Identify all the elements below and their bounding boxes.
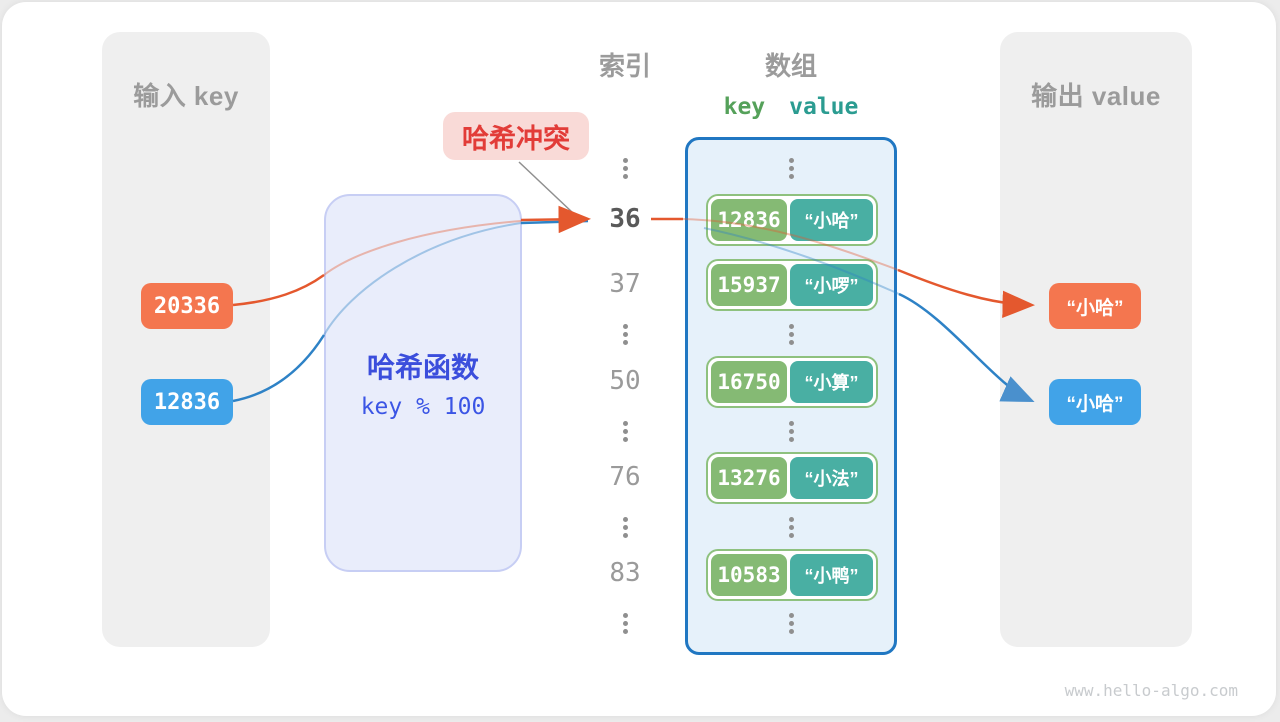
pair-value: “小哈”	[790, 199, 873, 241]
pair-value: “小法”	[790, 457, 873, 499]
collision-arrow-to-36	[520, 205, 591, 234]
kv-pair-row: 15937 “小啰”	[706, 259, 878, 311]
index-ellipsis	[620, 324, 630, 345]
hash-collision-badge: 哈希冲突	[443, 112, 589, 160]
index-ellipsis	[620, 613, 630, 634]
hash-function-box: 哈希函数 key % 100	[324, 194, 522, 572]
array-kv-header: key value	[685, 94, 897, 120]
blue-converge-line	[520, 219, 589, 225]
collision-pointer-line	[518, 161, 574, 214]
input-panel-title: 输入 key	[133, 81, 239, 111]
input-key-chip-blue: 12836	[141, 379, 233, 425]
output-value-chip-orange: “小哈”	[1049, 283, 1141, 329]
index-ellipsis	[620, 158, 630, 179]
output-value-chip-blue: “小哈”	[1049, 379, 1141, 425]
hash-function-title: 哈希函数	[366, 352, 479, 383]
array-ellipsis	[786, 324, 796, 345]
array-ellipsis	[786, 158, 796, 179]
index-37: 37	[609, 269, 641, 299]
index-column-title: 索引	[598, 51, 651, 81]
output-panel: 输出 value	[1000, 32, 1192, 647]
pair-value: “小算”	[790, 361, 873, 403]
kv-pair-row: 16750 “小算”	[706, 356, 878, 408]
pair-key: 15937	[711, 264, 787, 306]
input-panel: 输入 key	[102, 32, 270, 647]
pair-key: 10583	[711, 554, 787, 596]
value-header-label: value	[789, 94, 859, 120]
pair-value: “小啰”	[790, 264, 873, 306]
pair-key: 12836	[711, 199, 787, 241]
index-76: 76	[609, 462, 641, 492]
watermark: www.hello-algo.com	[1064, 681, 1238, 700]
key-header-label: key	[723, 94, 766, 120]
array-ellipsis	[786, 613, 796, 634]
index-ellipsis	[620, 517, 630, 538]
index-36: 36	[609, 204, 641, 234]
array-ellipsis	[786, 517, 796, 538]
pair-key: 13276	[711, 457, 787, 499]
kv-pair-row: 10583 “小鸭”	[706, 549, 878, 601]
output-panel-title: 输出 value	[1031, 81, 1161, 111]
index-ellipsis	[620, 421, 630, 442]
index-83: 83	[609, 558, 641, 588]
array-ellipsis	[786, 421, 796, 442]
kv-pair-row: 13276 “小法”	[706, 452, 878, 504]
pair-value: “小鸭”	[790, 554, 873, 596]
input-key-chip-orange: 20336	[141, 283, 233, 329]
hash-function-formula: key % 100	[360, 394, 486, 420]
index-50: 50	[609, 366, 641, 396]
kv-pair-row: 12836 “小哈”	[706, 194, 878, 246]
array-column-title: 数组	[764, 51, 817, 81]
pair-key: 16750	[711, 361, 787, 403]
